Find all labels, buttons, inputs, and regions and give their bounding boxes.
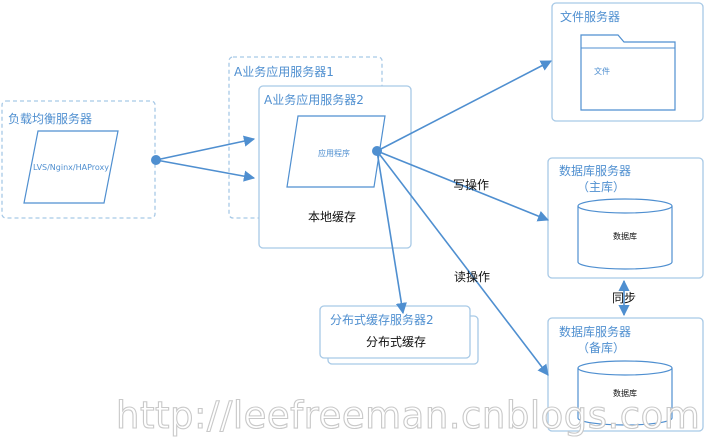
read-operation-label: 读操作: [454, 269, 490, 284]
app-server-2-node: A业务应用服务器2 应用程序 本地缓存: [258, 85, 412, 249]
app-to-db-read-arrow: [376, 150, 549, 376]
db-master-node: 数据库服务器 （主库） 数据库: [547, 157, 704, 279]
lb-connection-dot: [151, 155, 161, 165]
db-backup-title: 数据库服务器: [559, 324, 631, 339]
app-connection-dot: [372, 146, 382, 156]
distributed-cache-title: 分布式缓存服务器2: [330, 312, 434, 327]
application-program-label: 应用程序: [318, 148, 350, 158]
database-icon: [577, 360, 673, 426]
distributed-cache-node: 分布式缓存服务器2 分布式缓存: [319, 305, 479, 365]
lb-to-app2-arrow: [155, 159, 256, 182]
app-to-file-server-arrow: [376, 60, 552, 152]
db-backup-role: （备库）: [577, 340, 625, 355]
folder-icon: [580, 34, 676, 111]
distributed-cache-front-box: [319, 305, 471, 359]
db-master-role: （主库）: [577, 179, 625, 194]
lb-to-app1-arrow: [155, 135, 256, 161]
database-icon: [577, 198, 673, 270]
local-cache-label: 本地缓存: [308, 210, 356, 224]
folder-label: 文件: [594, 66, 610, 76]
load-balancer-parallelogram: [23, 130, 119, 204]
app-server-1-title: A业务应用服务器1: [234, 64, 334, 79]
distributed-cache-label: 分布式缓存: [366, 335, 426, 349]
load-balancer-node: 负载均衡服务器 LVS/Nginx/HAProxy: [1, 100, 156, 219]
file-server-title: 文件服务器: [560, 9, 620, 24]
sync-label: 同步: [612, 291, 636, 305]
app-server-2-title: A业务应用服务器2: [264, 92, 364, 107]
app-to-dist-cache-arrow: [376, 150, 407, 315]
write-operation-label: 写操作: [453, 177, 489, 192]
db-backup-node: 数据库服务器 （备库） 数据库: [547, 317, 704, 432]
db-master-title: 数据库服务器: [559, 163, 631, 178]
load-balancer-software-label: LVS/Nginx/HAProxy: [33, 163, 109, 172]
application-program-parallelogram: [286, 115, 386, 188]
app-to-db-write-arrow: [376, 150, 550, 222]
load-balancer-title: 负载均衡服务器: [8, 111, 92, 126]
connectors: [151, 60, 630, 376]
db-master-cylinder-label: 数据库: [613, 231, 637, 241]
file-server-node: 文件服务器 文件: [551, 2, 704, 122]
db-backup-cylinder-label: 数据库: [613, 388, 637, 398]
watermark-text: http://leefreeman.cnblogs.com: [116, 394, 700, 437]
